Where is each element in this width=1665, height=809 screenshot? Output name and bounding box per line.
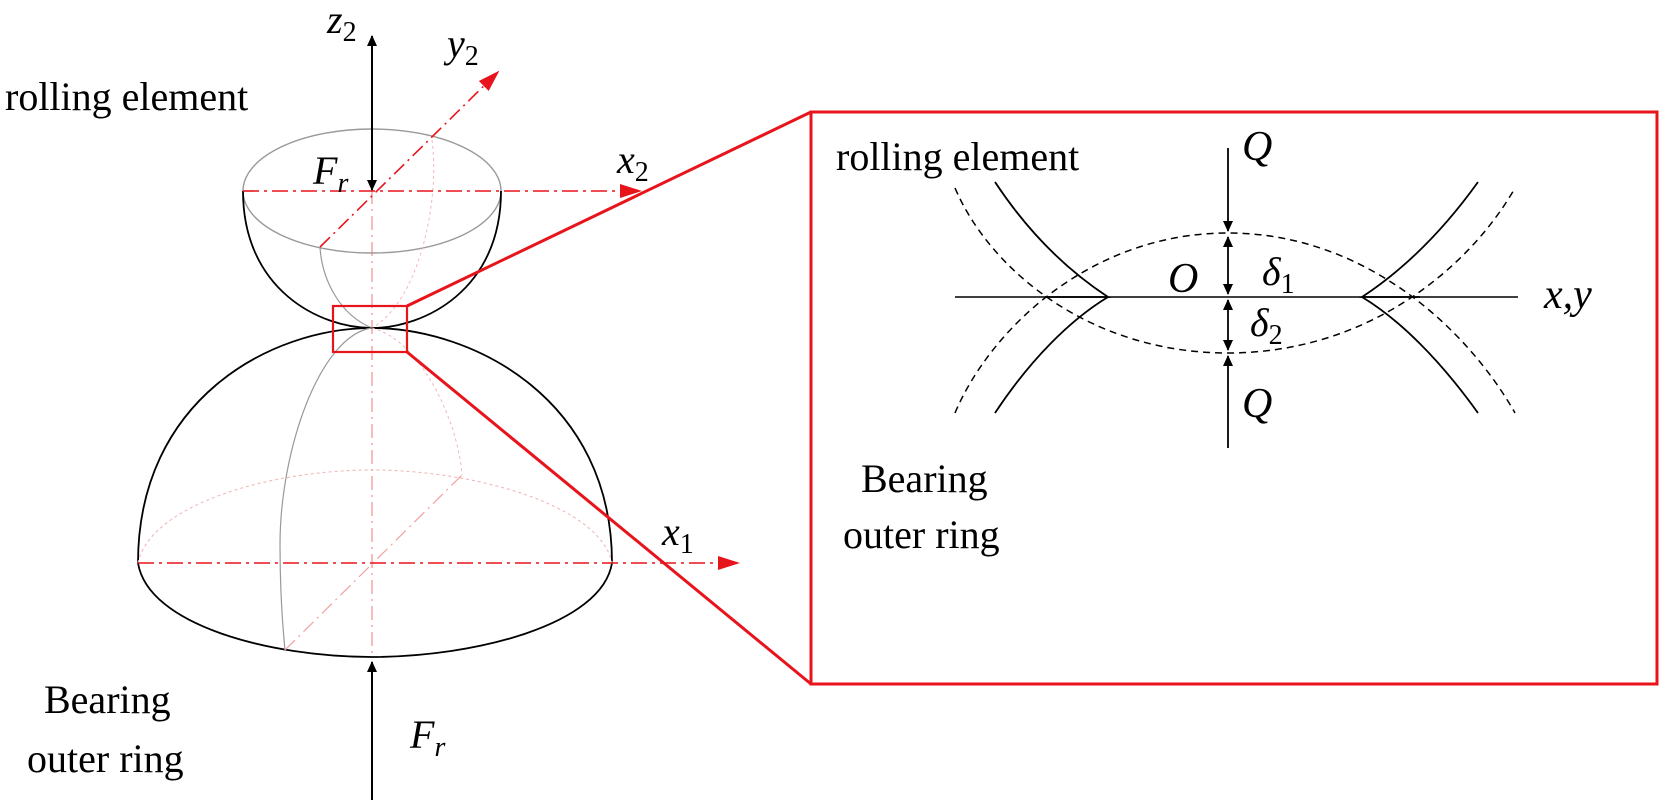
load-bottom-label: Q xyxy=(1242,381,1272,427)
y2-axis xyxy=(319,70,500,248)
outer-ring-profile-right xyxy=(1361,296,1479,414)
outer-ring-bottom-front xyxy=(137,562,613,658)
outer-ring-meridian-back xyxy=(371,327,463,476)
outer-ring-meridian xyxy=(279,327,373,651)
rolling-element-profile-left xyxy=(994,181,1112,298)
zoom-view: rolling element Bearing outer ring Q Q O… xyxy=(809,110,1659,686)
outer-ring-profile-left xyxy=(994,296,1109,414)
zoom-outer-ring-label-1: Bearing xyxy=(861,456,988,501)
outer-ring-bottom-back xyxy=(137,469,613,564)
axis-x2-label: x2 xyxy=(616,137,649,188)
left-outer-ring-label-1: Bearing xyxy=(44,677,171,722)
contact-zone-box xyxy=(331,304,409,354)
force-bottom-label: Fr xyxy=(409,712,445,763)
delta1-label: δ1 xyxy=(1262,249,1295,300)
delta2-label: δ2 xyxy=(1250,300,1283,351)
origin-label: O xyxy=(1168,256,1198,302)
outer-ring-outline xyxy=(137,327,613,564)
zoom-rolling-element-label: rolling element xyxy=(836,134,1079,179)
zoom-frame xyxy=(809,110,1659,686)
left-view: rolling element Bearing outer ring z2 y2… xyxy=(5,0,812,800)
outer-ring-shape xyxy=(137,327,613,658)
rolling-element-profile-right xyxy=(1358,181,1479,298)
axis-xy-label: x,y xyxy=(1543,272,1592,318)
axis-z2-label: z2 xyxy=(326,0,357,48)
deformation-ellipse-lower xyxy=(954,187,1516,354)
deformation-ellipse-upper xyxy=(954,232,1516,414)
left-outer-ring-label-2: outer ring xyxy=(27,736,184,781)
zoom-connector-top xyxy=(406,110,812,308)
rolling-element-meridian-back xyxy=(371,139,435,329)
load-top-label: Q xyxy=(1242,124,1272,170)
left-rolling-element-label: rolling element xyxy=(5,74,248,119)
axis-x1-label: x1 xyxy=(661,509,694,560)
zoom-connector-bottom xyxy=(406,350,812,686)
zoom-outer-ring-label-2: outer ring xyxy=(843,512,1000,557)
force-top-label: Fr xyxy=(312,148,348,199)
rolling-element-meridian xyxy=(319,246,373,329)
axis-y2-label: y2 xyxy=(443,21,479,72)
